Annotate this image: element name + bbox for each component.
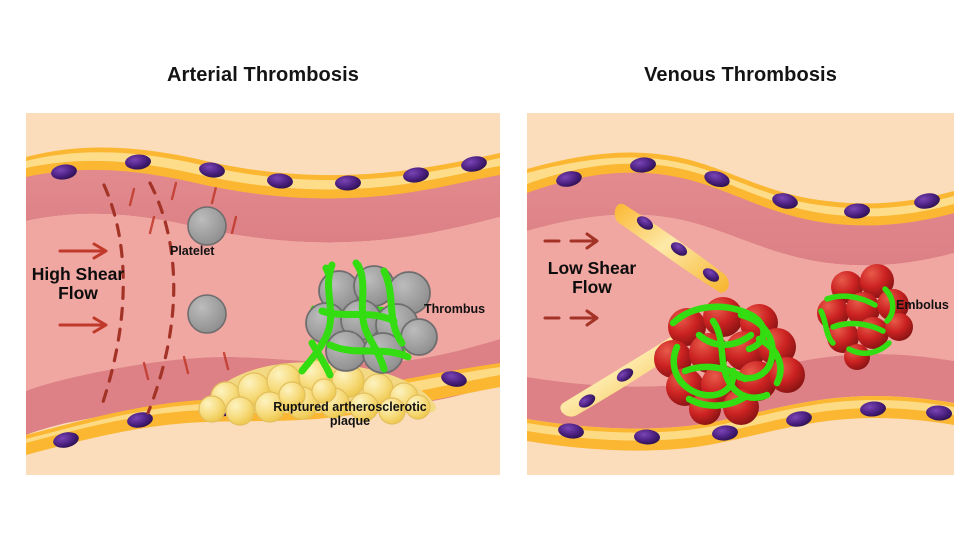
venous-flow-arrow-upper (543, 232, 599, 250)
arterial-free-platelets (187, 206, 227, 334)
venous-flow-arrow-lower (543, 309, 599, 327)
label-high-shear-line1: High Shear (31, 264, 125, 284)
panel-arterial-thrombosis (26, 113, 500, 475)
venous-endothelial-nuclei-bottom (558, 401, 952, 445)
arterial-flow-arrow-lower (58, 316, 108, 334)
label-low-shear-line2: Flow (572, 277, 612, 298)
venous-thrombus (654, 297, 805, 425)
label-thrombus: Thrombus (424, 302, 486, 316)
panel-title-arterial: Arterial Thrombosis (167, 64, 359, 86)
label-high-shear-line2: Flow (58, 283, 98, 304)
label-plaque-line2: plaque (329, 414, 371, 428)
venous-vessel-wall-upper (527, 170, 954, 266)
label-platelet: Platelet (170, 244, 215, 258)
arterial-thrombus-fibrin-front (298, 261, 412, 379)
venous-thrombus-fibrin-mesh (669, 303, 784, 409)
panel-title-venous: Venous Thrombosis (644, 64, 837, 86)
platelet-free-2 (187, 294, 227, 334)
panel-venous-thrombosis (527, 113, 954, 475)
venous-vessel-illustration (527, 113, 954, 475)
venous-valve-upper (614, 203, 729, 293)
label-low-shear-line1: Low Shear (547, 258, 637, 278)
arterial-ruptured-plaque (198, 359, 436, 426)
label-plaque-line1: Ruptured artherosclerotic (273, 400, 427, 414)
label-high-shear-flow: High Shear Flow (18, 264, 138, 304)
arterial-endothelial-nuclei-top (51, 154, 487, 191)
venous-embolus (817, 264, 913, 370)
venous-endothelial-nuclei-top (556, 157, 940, 219)
arterial-vessel-illustration (26, 113, 500, 475)
label-embolus: Embolus (896, 298, 949, 312)
label-low-shear-flow: Low Shear Flow (533, 258, 651, 298)
arterial-shear-profile-arcs (100, 181, 176, 415)
platelet-free-1 (187, 206, 227, 246)
label-ruptured-plaque: Ruptured artherosclerotic plaque (255, 400, 445, 428)
arterial-flow-arrow-upper (58, 242, 108, 260)
venous-embolus-fibrin (818, 286, 896, 356)
venous-endothelium-top-highlight (527, 157, 954, 217)
arterial-vessel-wall-upper (26, 165, 500, 243)
